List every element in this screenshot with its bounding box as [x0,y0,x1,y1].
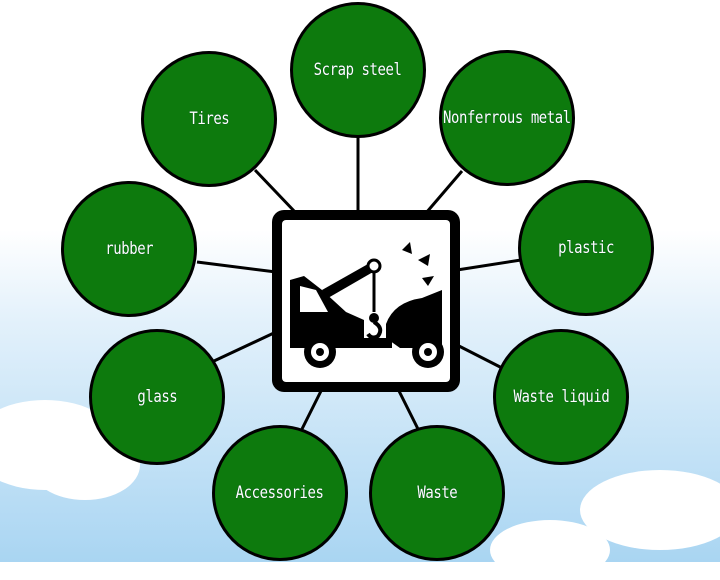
node-nonferrous-metal: Nonferrous metal [439,50,575,186]
node-label: Waste [417,483,457,503]
node-label: rubber [105,239,153,259]
node-waste: Waste [369,425,505,561]
node-tires: Tires [141,51,277,187]
node-label: Scrap steel [314,60,402,80]
node-label: Tires [189,109,229,129]
node-accessories: Accessories [212,425,348,561]
node-label: Nonferrous metal [443,108,571,128]
connector-lines [196,133,522,430]
node-plastic: plastic [518,180,654,316]
center-hub [272,210,460,392]
connector-accessories [300,388,324,430]
connector-rubber [196,260,277,274]
node-label: glass [137,387,177,407]
tow-truck-icon [282,220,450,382]
connector-plastic [456,258,522,272]
node-scrap-steel: Scrap steel [290,2,426,138]
connector-waste [396,388,420,430]
node-rubber: rubber [61,181,197,317]
connector-nonferrous-metal [424,170,464,214]
node-label: Waste liquid [513,387,609,407]
node-label: Accessories [236,483,324,503]
node-waste-liquid: Waste liquid [493,329,629,465]
connector-waste-liquid [456,343,507,372]
connector-glass [213,330,277,363]
node-label: plastic [558,238,614,258]
diagram-canvas: Scrap steel Nonferrous metal plastic Was… [0,0,720,562]
connector-tires [253,168,298,215]
node-glass: glass [89,329,225,465]
